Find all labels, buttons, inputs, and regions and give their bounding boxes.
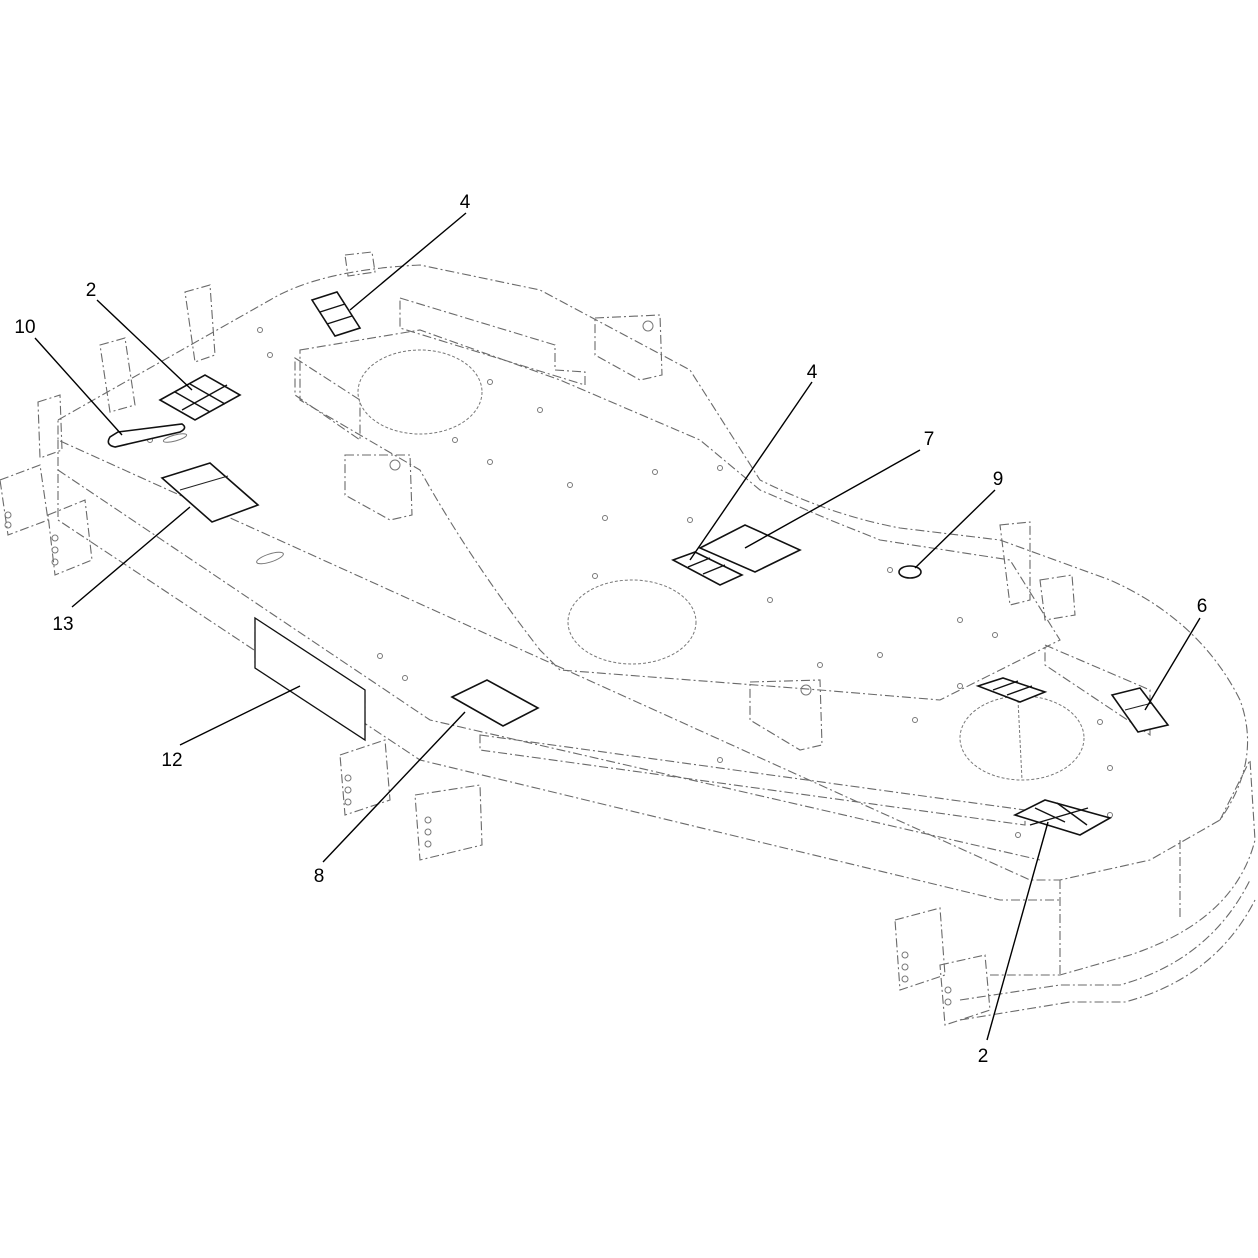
decal-9 — [898, 565, 922, 579]
decal-7 — [698, 524, 802, 573]
callout-2-right: 2 — [978, 1046, 989, 1067]
deck-hanger-brackets — [0, 251, 1076, 1026]
leader-4-top — [349, 212, 467, 311]
decal-8 — [450, 679, 540, 727]
decal-2-left — [158, 374, 242, 421]
callout-7: 7 — [924, 429, 935, 450]
leader-12 — [179, 685, 301, 746]
callout-labels: 4 2 10 4 7 9 13 6 12 8 2 — [14, 192, 1207, 1067]
leader-lines — [34, 212, 1201, 1041]
callout-2-left: 2 — [86, 280, 97, 301]
callout-9: 9 — [993, 469, 1004, 490]
decal-4-top — [310, 291, 362, 337]
decal-right-grid — [975, 677, 1048, 703]
callout-12: 12 — [161, 750, 182, 771]
decal-2-right — [1012, 799, 1113, 836]
leader-10 — [34, 337, 123, 436]
leader-2-right — [986, 821, 1049, 1041]
decal-4-center — [671, 551, 744, 586]
callout-4-center: 4 — [807, 362, 818, 383]
leader-2-left — [96, 299, 193, 391]
leader-9 — [914, 489, 996, 569]
leader-13 — [71, 506, 191, 608]
callout-8: 8 — [314, 866, 325, 887]
leader-8 — [322, 711, 466, 863]
callout-13: 13 — [52, 614, 73, 635]
leader-6 — [1144, 617, 1201, 711]
decal-12 — [254, 616, 366, 742]
decal-13 — [160, 462, 260, 523]
callout-10: 10 — [14, 317, 35, 338]
decal-6 — [1110, 687, 1170, 733]
mower-deck-outline — [57, 264, 1256, 1021]
leader-4-center — [689, 381, 813, 561]
callout-6: 6 — [1197, 596, 1208, 617]
decal-10 — [107, 423, 186, 448]
callout-4-top: 4 — [460, 192, 471, 213]
leader-7 — [744, 449, 921, 549]
